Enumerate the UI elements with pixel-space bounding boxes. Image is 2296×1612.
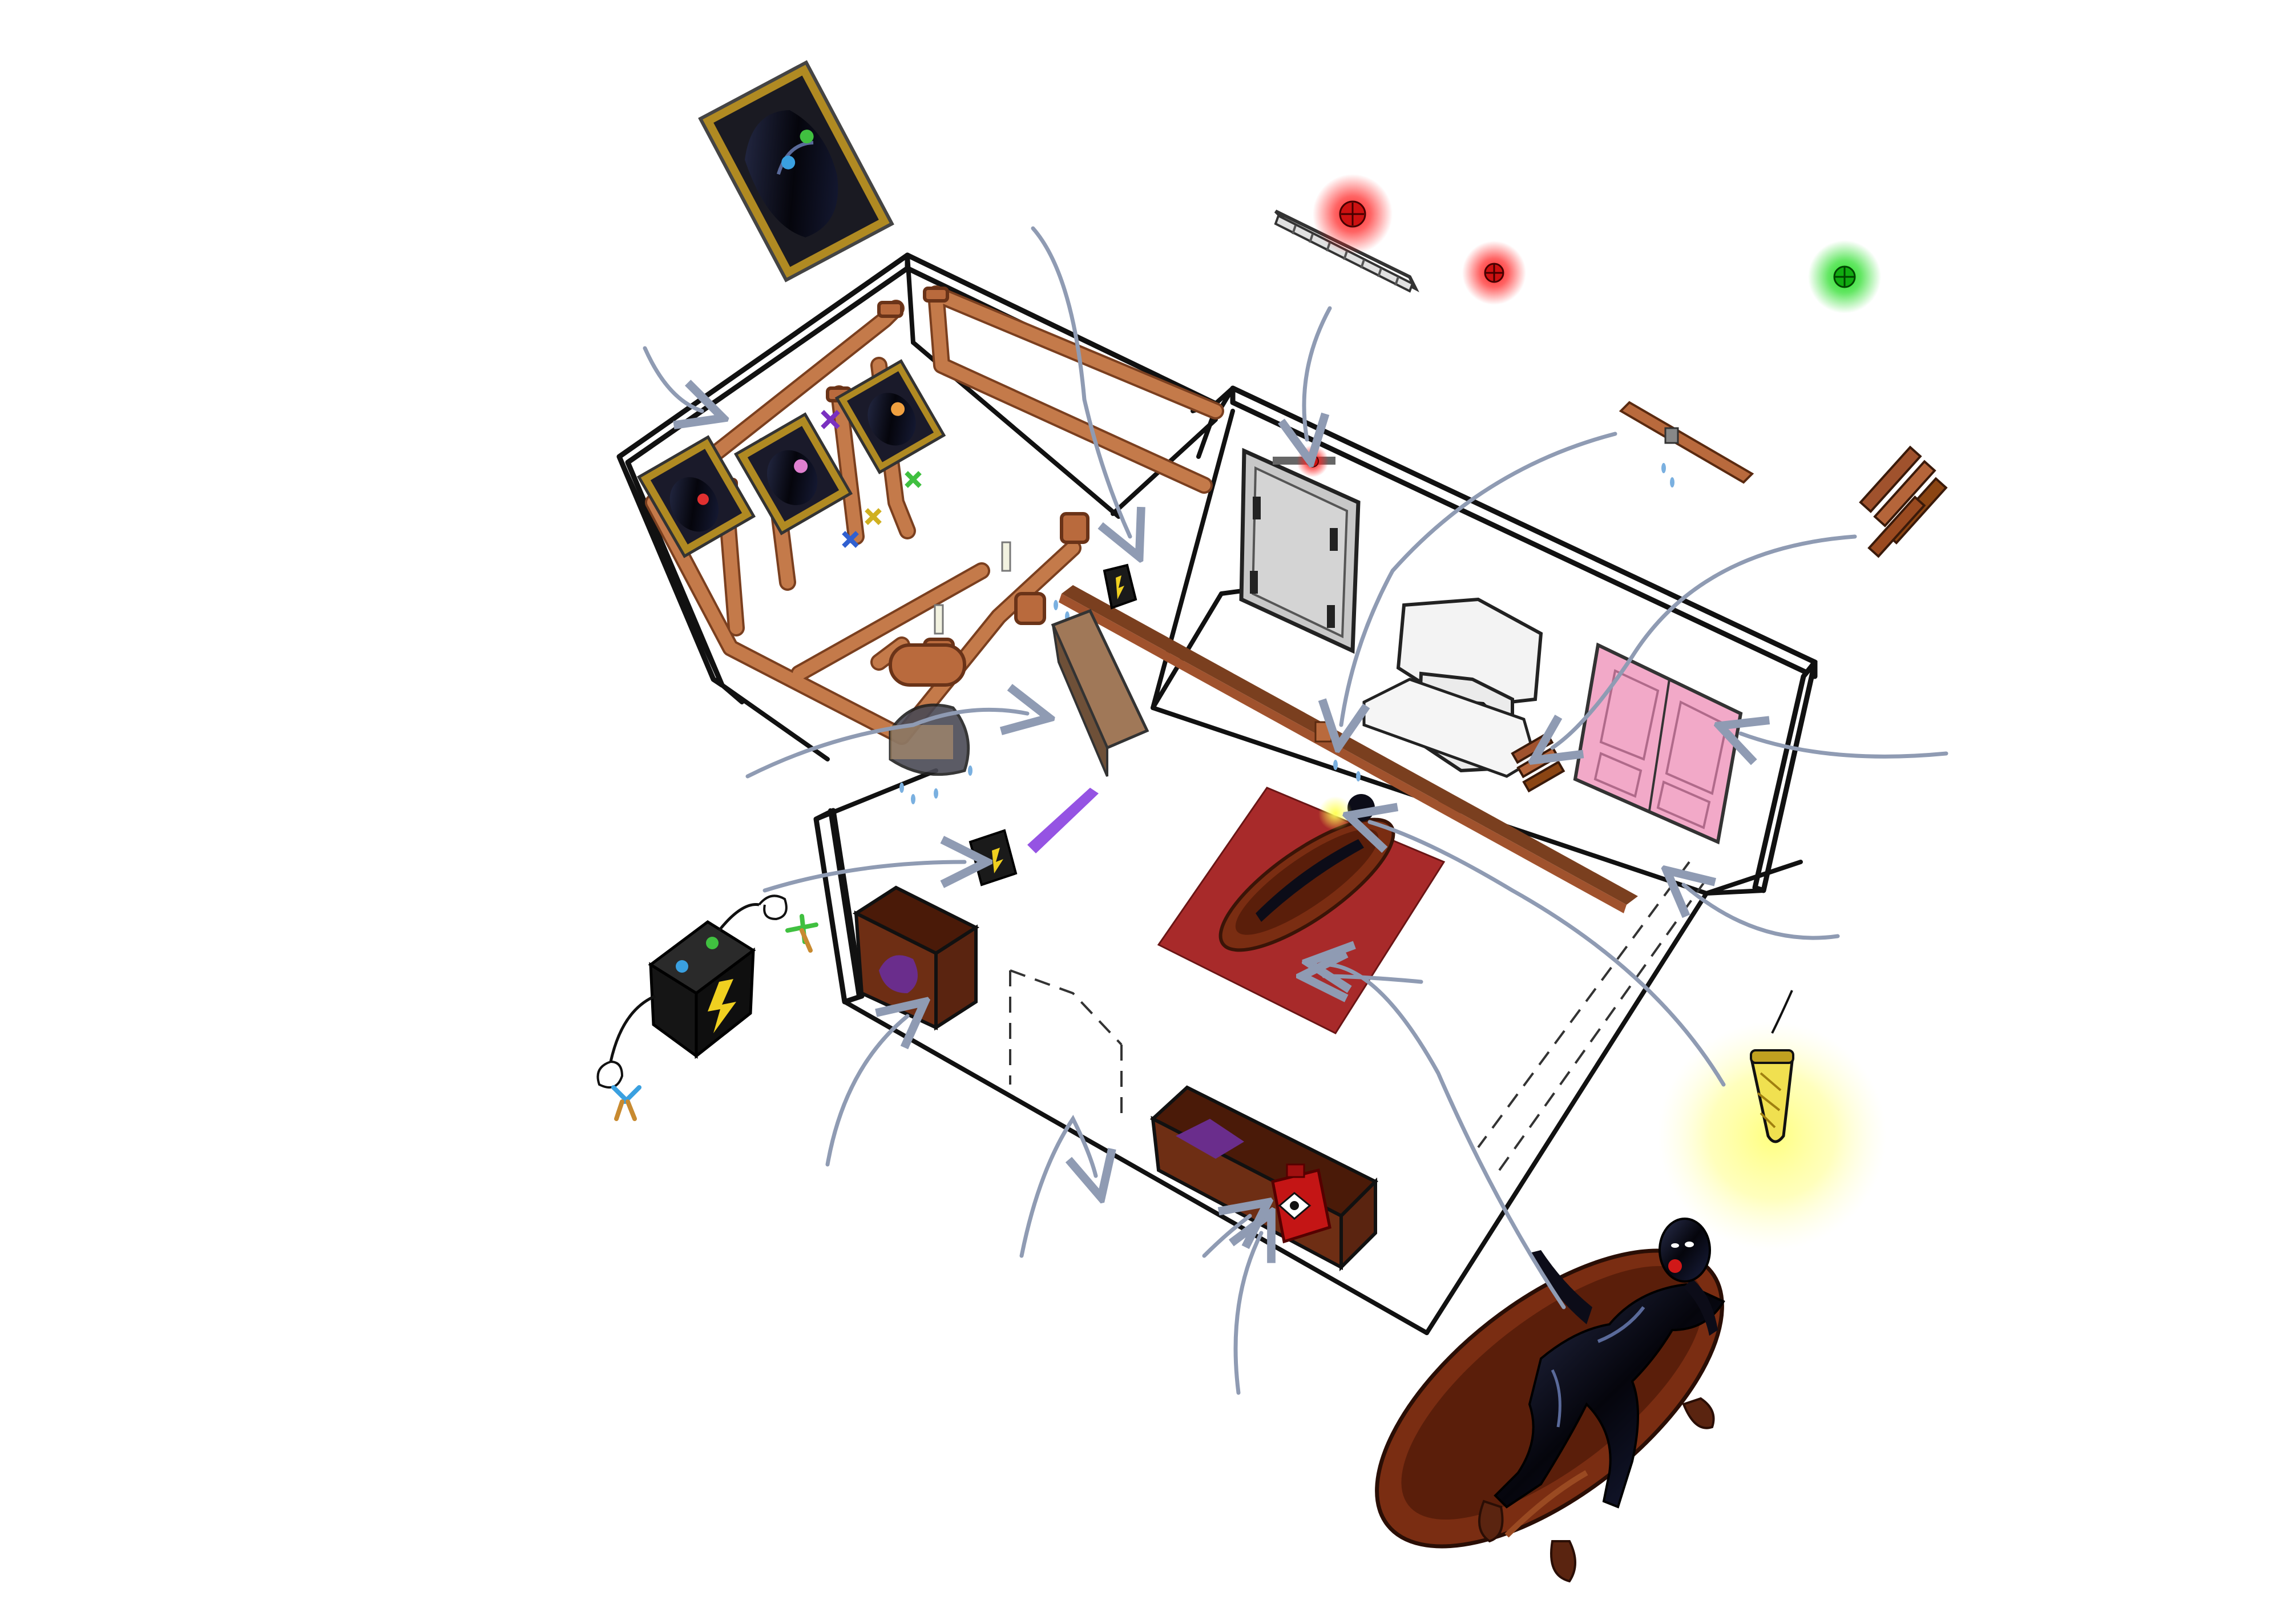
pointer-arrow-icon — [1552, 534, 1857, 748]
pointer-arrow-icon — [1019, 1115, 1096, 1258]
valve-blue-icon[interactable] — [842, 531, 859, 548]
pointer-arrow-icon — [1236, 1233, 1261, 1395]
candles — [934, 541, 1011, 635]
pointer-arrow-icon — [1741, 734, 1948, 756]
small-room-pictures — [636, 359, 946, 558]
firewood-pile-icon[interactable] — [1859, 445, 1948, 558]
latex-bust-picture-icon[interactable] — [698, 60, 894, 283]
wooden-cabinet-icon[interactable] — [852, 885, 980, 1031]
pointer-arrow-icon — [1202, 1216, 1250, 1258]
valve-green-icon[interactable] — [905, 471, 922, 488]
pointer-arrow-icon — [745, 710, 1027, 779]
water-drip-icon — [1054, 600, 1058, 610]
green-light-icon[interactable] — [1808, 240, 1881, 313]
water-drip-icon — [1661, 463, 1666, 473]
water-drip-icon — [899, 783, 904, 793]
pointer-arrow-icon — [1031, 226, 1130, 537]
water-drip-icon — [968, 765, 973, 776]
pointer-arrow-icon — [1370, 822, 1726, 1087]
pointer-arrow-icon — [1304, 306, 1332, 440]
valve-purple-icon[interactable] — [821, 410, 840, 429]
water-drip-icon — [934, 788, 938, 799]
callout-arrows — [643, 226, 1948, 1395]
latex-figure-icon[interactable] — [1494, 1218, 1725, 1509]
pipe-valves — [821, 410, 922, 548]
water-drip-icon — [1670, 477, 1674, 487]
pointer-arrow-icon — [762, 862, 965, 893]
water-drip-icon — [1356, 771, 1361, 781]
dashed-doorways — [1009, 861, 1708, 1177]
fireplace-icon[interactable] — [1362, 597, 1543, 778]
wall-bust-picture-icon[interactable] — [834, 359, 946, 474]
control-box-icon[interactable] — [969, 829, 1018, 886]
water-drip-icon — [1333, 760, 1338, 770]
tall-wooden-pillar — [1051, 608, 1149, 777]
clamp-blue-icon[interactable] — [611, 1085, 641, 1121]
fuel-can-icon[interactable] — [1271, 1163, 1331, 1244]
wall-bust-picture-icon[interactable] — [636, 435, 756, 558]
pointer-arrow-icon — [643, 346, 702, 411]
water-drip-icon — [911, 794, 915, 804]
uv-light-bar — [1027, 788, 1099, 853]
pink-wardrobe-icon[interactable] — [1573, 642, 1743, 845]
clamp-green-icon[interactable] — [785, 914, 818, 953]
hanging-lamp-icon[interactable] — [1658, 990, 1886, 1250]
red-light-icon[interactable] — [1313, 174, 1393, 254]
pointer-arrow-icon — [1684, 885, 1840, 940]
valve-yellow-icon[interactable] — [865, 508, 882, 525]
pointer-arrow-icon — [825, 1016, 907, 1167]
dripping-pipe-icon — [1619, 401, 1754, 484]
red-light-icon[interactable] — [1297, 445, 1329, 477]
copper-pipe-network — [645, 285, 1224, 745]
water-drips — [899, 463, 1674, 804]
room-lines — [617, 252, 1818, 1335]
red-light-icon[interactable] — [1462, 241, 1526, 305]
pointer-arrow-icon — [1341, 432, 1617, 725]
wall-bust-picture-icon[interactable] — [733, 412, 853, 535]
hanging-bag-icon[interactable] — [889, 703, 970, 776]
watermark — [51, 1484, 183, 1575]
steel-door-icon[interactable] — [1239, 448, 1361, 654]
battery-icon[interactable] — [596, 894, 788, 1089]
control-box-icon[interactable] — [1103, 563, 1137, 610]
pointer-arrow-icon — [1330, 965, 1566, 1309]
pointer-arrow-icon — [1324, 976, 1423, 982]
